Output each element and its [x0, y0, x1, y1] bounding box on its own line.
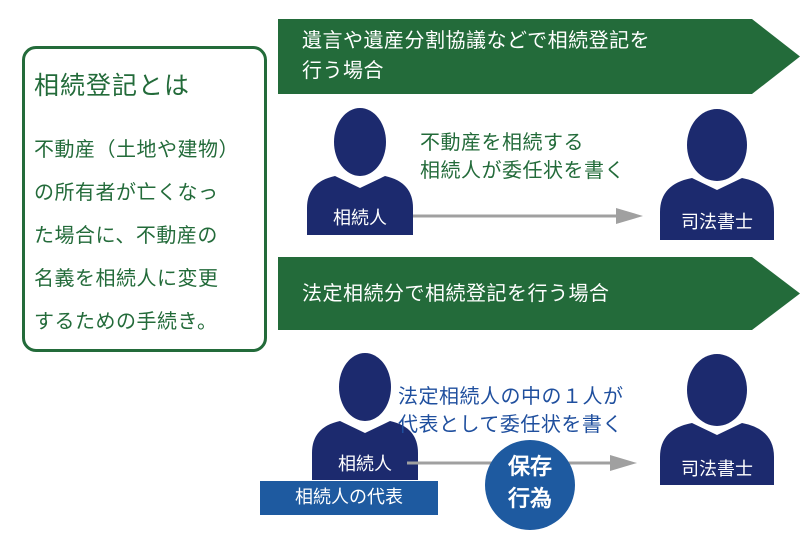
scenario-1-banner-line: 遺言や遺産分割協議などで相続登記を [302, 28, 651, 52]
preservation-act-line: 行為 [507, 487, 552, 512]
scenario-1-banner-line: 行う場合 [302, 58, 384, 82]
preservation-act-badge: 保存 行為 [485, 440, 575, 530]
scenario-1-note-line: 相続人が委任状を書く [420, 158, 625, 182]
definition-line: の所有者が亡くなっ [34, 180, 219, 204]
definition-line: た場合に、不動産の [34, 223, 218, 247]
scrivener-person-icon [660, 354, 774, 485]
scrivener-label: 司法書士 [681, 212, 753, 233]
scenario-1-note-line: 不動産を相続する [420, 130, 584, 154]
scenario-2-note-line: 法定相続人の中の１人が [398, 384, 624, 408]
scenario-1-banner [278, 19, 800, 94]
definition-line: 不動産（土地や建物） [34, 137, 239, 161]
definition-title: 相続登記とは [34, 71, 191, 100]
heir-representative-person-icon [312, 353, 418, 480]
scenario-1-banner-text: 遺言や遺産分割協議などで相続登記を 行う場合 [302, 25, 650, 85]
definition-line: するための手続き。 [34, 309, 218, 333]
heir-representative-label: 相続人 [338, 454, 392, 475]
representative-badge: 相続人の代表 [260, 481, 438, 515]
arrow-icon [413, 208, 643, 224]
definition-body: 不動産（土地や建物） の所有者が亡くなっ た場合に、不動産の 名義を相続人に変更… [34, 128, 262, 343]
scenario-2-banner-line: 法定相続分で相続登記を行う場合 [302, 281, 610, 305]
scenario-2-banner-text: 法定相続分で相続登記を行う場合 [302, 278, 610, 308]
preservation-act-line: 保存 [507, 455, 552, 480]
scenario-2-note-line: 代表として委任状を書く [398, 412, 623, 436]
scrivener-person-icon [660, 109, 774, 240]
scenario-2-banner [278, 257, 800, 330]
scenario-1-note: 不動産を相続する 相続人が委任状を書く [420, 128, 625, 184]
scenario-2-note: 法定相続人の中の１人が 代表として委任状を書く [398, 382, 624, 438]
scrivener-label: 司法書士 [681, 459, 753, 480]
definition-line: 名義を相続人に変更 [34, 266, 219, 290]
heir-label: 相続人 [333, 208, 387, 229]
heir-person-icon [307, 108, 413, 235]
definition-card [22, 46, 267, 352]
